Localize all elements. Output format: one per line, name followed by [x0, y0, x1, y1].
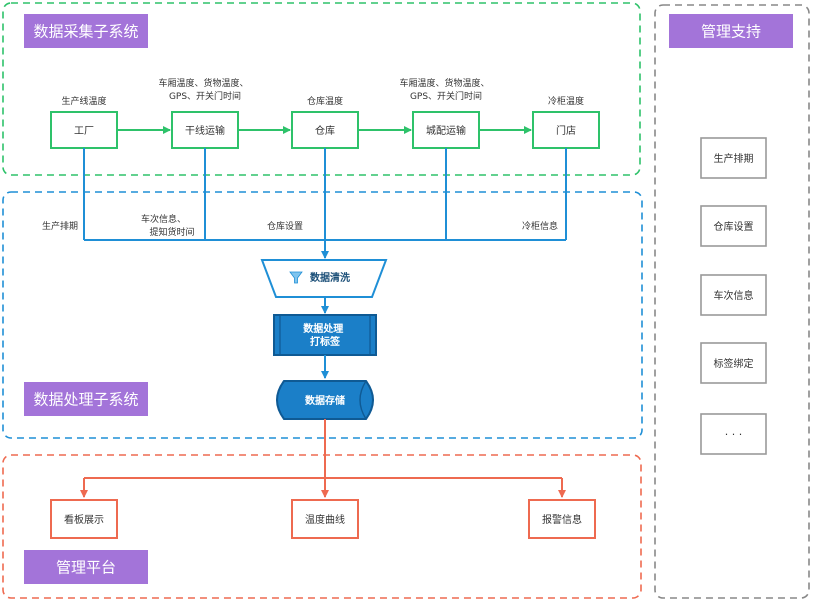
support-item-warehouse-settings: 仓库设置 — [700, 205, 767, 247]
support-item-tag-binding: 标签绑定 — [700, 342, 767, 384]
node-factory-label: 工厂 — [74, 126, 94, 137]
node-trunk-transport-caption: 车厢温度、货物温度、 GPS、开关门时间 — [159, 77, 252, 102]
svg-text:· · ·: · · · — [725, 428, 742, 441]
svg-text:看板展示: 看板展示 — [64, 513, 104, 526]
svg-text:温度曲线: 温度曲线 — [305, 513, 345, 526]
management-platform-title: 管理平台 — [24, 550, 148, 584]
node-trunk-transport-label: 干线运输 — [185, 124, 225, 137]
management-support-title: 管理支持 — [669, 14, 793, 48]
data-storage-node: 数据存储 — [276, 380, 374, 420]
node-store-caption: 冷柜温度 — [548, 95, 584, 107]
svg-text:管理平台: 管理平台 — [56, 559, 116, 577]
collection-subsystem-title: 数据采集子系统 — [24, 14, 148, 48]
node-store-label: 门店 — [556, 124, 576, 137]
input-label-production-schedule: 生产排期 — [42, 220, 78, 232]
processing-subsystem-frame — [2, 191, 643, 439]
node-warehouse-caption: 仓库温度 — [307, 95, 343, 107]
input-label-fridge-info: 冷柜信息 — [522, 220, 558, 232]
svg-text:数据存储: 数据存储 — [305, 394, 345, 407]
svg-text:生产排期: 生产排期 — [714, 152, 754, 165]
data-cleaning-node: 数据清洗 — [260, 259, 388, 298]
output-dashboard: 看板展示 — [50, 499, 118, 539]
node-factory-caption: 生产线温度 — [61, 95, 106, 107]
funnel-icon — [289, 271, 303, 284]
input-label-warehouse-settings: 仓库设置 — [267, 220, 303, 232]
input-label-trip-info: 车次信息、 提知货时间 — [141, 213, 194, 238]
svg-text:标签绑定: 标签绑定 — [714, 357, 754, 370]
management-platform-frame — [2, 454, 642, 599]
svg-text:数据采集子系统: 数据采集子系统 — [33, 23, 138, 41]
node-warehouse: 仓库温度 仓库 — [291, 95, 359, 149]
node-store: 冷柜温度 门店 — [532, 95, 600, 149]
node-city-delivery-label: 城配运输 — [426, 124, 466, 137]
svg-text:车次信息: 车次信息 — [714, 289, 754, 302]
svg-text:仓库设置: 仓库设置 — [714, 220, 754, 233]
support-item-trip-info: 车次信息 — [700, 274, 767, 316]
svg-text:数据处理 打标签: 数据处理 打标签 — [303, 322, 346, 348]
svg-text:管理支持: 管理支持 — [701, 23, 761, 41]
support-item-production-schedule: 生产排期 — [700, 137, 767, 179]
collection-subsystem-frame — [2, 2, 641, 176]
node-warehouse-label: 仓库 — [315, 124, 335, 137]
output-alarm-info: 报警信息 — [528, 499, 596, 539]
processing-subsystem-title: 数据处理子系统 — [24, 382, 148, 416]
output-lines — [80, 419, 566, 498]
svg-text:报警信息: 报警信息 — [542, 513, 582, 526]
output-temperature-curve: 温度曲线 — [291, 499, 359, 539]
feed-lines — [83, 148, 567, 259]
node-trunk-transport: 车厢温度、货物温度、 GPS、开关门时间 干线运输 — [159, 77, 252, 149]
data-processing-node: 数据处理 打标签 — [273, 314, 377, 356]
node-city-delivery: 车厢温度、货物温度、 GPS、开关门时间 城配运输 — [400, 77, 493, 149]
node-factory: 生产线温度 工厂 — [50, 95, 118, 149]
svg-text:数据处理子系统: 数据处理子系统 — [33, 391, 138, 409]
svg-text:数据清洗: 数据清洗 — [310, 271, 350, 284]
node-city-delivery-caption: 车厢温度、货物温度、 GPS、开关门时间 — [400, 77, 493, 102]
management-support-frame — [654, 4, 810, 599]
support-item-more: · · · — [700, 413, 767, 455]
